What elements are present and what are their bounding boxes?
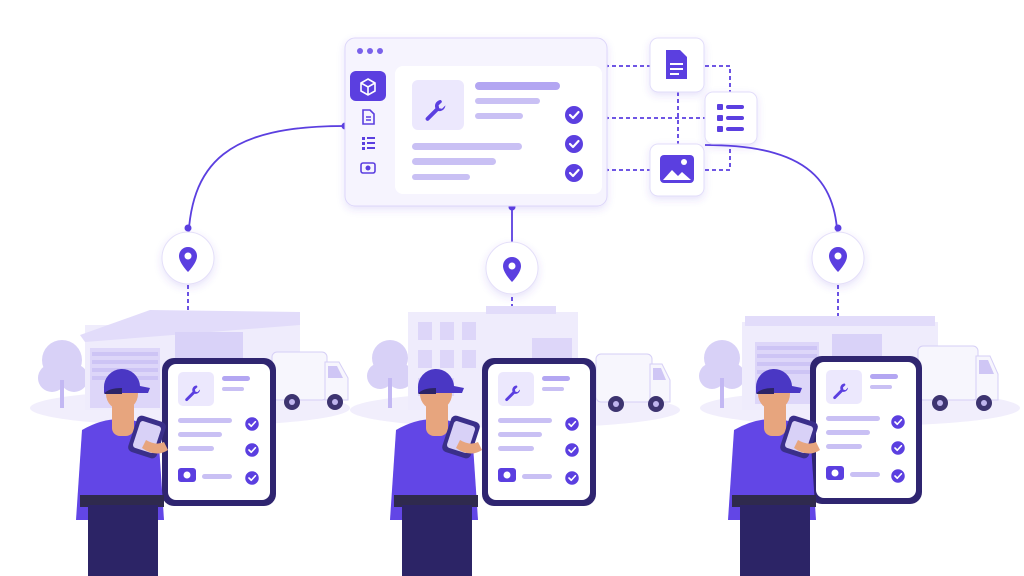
tree-icon [38, 340, 88, 408]
check-icon [563, 133, 585, 155]
location-scene-3 [699, 316, 1020, 576]
central-app-window [344, 37, 608, 207]
document-icon [666, 50, 687, 79]
central-sidebar [350, 71, 386, 174]
box-icon [360, 78, 376, 96]
floating-card-checklist [704, 91, 758, 145]
checklist-icon [717, 104, 744, 132]
check-icon [890, 468, 906, 484]
check-icon [564, 470, 580, 486]
location-scene-2 [350, 306, 680, 576]
location-pin-3[interactable] [811, 231, 865, 285]
camera-icon[interactable] [360, 162, 376, 174]
check-icon [890, 414, 906, 430]
handheld-tablet-large [482, 358, 596, 506]
window-controls [357, 48, 383, 54]
check-icon [563, 162, 585, 184]
floating-card-image [649, 143, 705, 197]
delivery-van [595, 353, 671, 412]
delivery-van [917, 345, 999, 411]
placeholder-lines [412, 82, 560, 180]
location-pin-2[interactable] [485, 241, 539, 295]
location-pin-1[interactable] [161, 231, 215, 285]
camera-icon [178, 468, 196, 482]
check-icon [244, 442, 260, 458]
handheld-tablet-large [162, 358, 276, 506]
check-icon [244, 416, 260, 432]
check-icon [244, 470, 260, 486]
tree-icon [367, 340, 413, 408]
document-icon[interactable] [362, 109, 375, 125]
connector-lines [187, 65, 839, 345]
tree-icon [699, 340, 745, 408]
image-icon [660, 155, 694, 183]
check-icon [564, 442, 580, 458]
location-scene-1 [30, 310, 350, 576]
technician-figure [728, 369, 820, 576]
check-icon [563, 104, 585, 126]
camera-icon [826, 466, 844, 480]
checklist-icon[interactable] [362, 137, 375, 150]
check-icon [890, 440, 906, 456]
floating-card-document [649, 37, 705, 93]
technician-figure [390, 368, 482, 576]
handheld-tablet-large [810, 356, 922, 504]
check-icon [564, 416, 580, 432]
technician-figure [76, 368, 168, 576]
camera-icon [498, 468, 516, 482]
sidebar-active-item[interactable] [350, 71, 386, 101]
